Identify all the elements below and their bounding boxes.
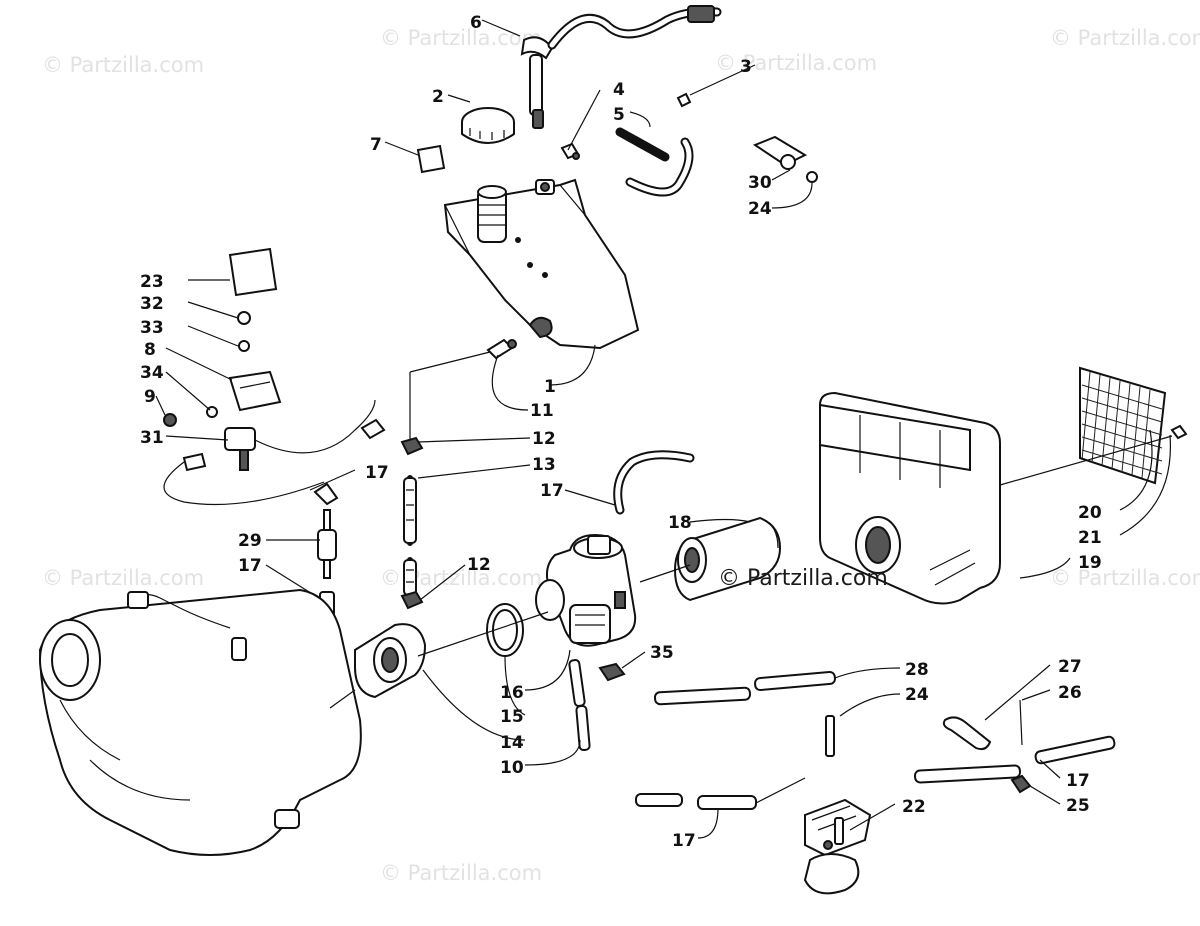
decal — [416, 144, 446, 174]
callout-11: 11 — [530, 401, 554, 421]
callout-9: 9 — [144, 387, 156, 407]
callout-4: 4 — [613, 80, 625, 100]
fuel-gauge[interactable] — [520, 5, 722, 129]
callout-15: 15 — [500, 707, 524, 727]
callout-8: 8 — [144, 340, 156, 360]
air-boot[interactable] — [673, 516, 782, 602]
fuel-line — [403, 475, 417, 596]
watermark: © Partzilla.com — [1050, 566, 1200, 590]
callout-13: 13 — [532, 455, 556, 475]
fuel-pump[interactable] — [803, 715, 872, 895]
callout-5: 5 — [613, 105, 625, 125]
callout-27: 27 — [1058, 657, 1082, 677]
callout-10: 10 — [500, 758, 524, 778]
callout-33: 33 — [140, 318, 164, 338]
callout-25: 25 — [1066, 796, 1090, 816]
mount-bracket[interactable] — [676, 92, 818, 183]
carb-clamp — [486, 603, 524, 657]
callout-34: 34 — [140, 363, 164, 383]
leader-lines — [155, 19, 1172, 839]
callout-labels: 6 2 4 5 3 7 30 24 23 32 33 8 34 9 1 11 3… — [140, 13, 1102, 851]
callout-18: 18 — [668, 513, 692, 533]
callout-32: 32 — [140, 294, 164, 314]
callout-12: 12 — [532, 429, 556, 449]
callout-6: 6 — [470, 13, 482, 33]
callout-17: 17 — [238, 556, 262, 576]
nut-washer — [237, 311, 251, 352]
watermark: © Partzilla.com — [380, 26, 542, 50]
clamp — [400, 436, 424, 610]
tank-outlet-fitting — [535, 179, 555, 195]
callout-1: 1 — [544, 377, 556, 397]
callout-7: 7 — [370, 135, 382, 155]
tank-outlet — [409, 338, 517, 440]
callout-35: 35 — [650, 643, 674, 663]
intake-flange[interactable] — [354, 611, 549, 699]
hose-17-lower — [635, 777, 806, 810]
callout-17: 17 — [672, 831, 696, 851]
callout-17: 17 — [540, 481, 564, 501]
callout-28: 28 — [905, 660, 929, 680]
fuel-valve[interactable] — [224, 399, 376, 471]
callout-31: 31 — [140, 428, 164, 448]
vent-hose — [615, 127, 694, 197]
callout-24: 24 — [748, 199, 772, 219]
engine — [38, 588, 362, 856]
callout-30: 30 — [748, 173, 772, 193]
callout-21: 21 — [1078, 528, 1102, 548]
watermark: © Partzilla.com — [380, 861, 542, 885]
carb-nut — [598, 662, 626, 682]
decal-plate — [228, 247, 278, 297]
hose-17-carb — [613, 450, 695, 515]
watermark: © Partzilla.com — [42, 53, 204, 77]
hose-28 — [654, 670, 836, 706]
callout-3: 3 — [740, 57, 752, 77]
callout-29: 29 — [238, 531, 262, 551]
vent-fitting — [560, 142, 580, 160]
callout-2: 2 — [432, 87, 444, 107]
callout-19: 19 — [1078, 553, 1102, 573]
drain-hose — [568, 659, 591, 752]
watermark-layer: © Partzilla.com © Partzilla.com © Partzi… — [42, 26, 1200, 885]
callout-17: 17 — [365, 463, 389, 483]
fitting-25 — [1010, 774, 1032, 794]
screen-mesh — [999, 366, 1188, 486]
hose-17-upper — [163, 418, 386, 506]
callout-12: 12 — [467, 555, 491, 575]
airbox[interactable] — [819, 391, 1001, 605]
carburetor[interactable] — [535, 533, 691, 647]
fuel-tank[interactable] — [443, 178, 640, 350]
callout-16: 16 — [500, 683, 524, 703]
tie-26 — [1019, 699, 1023, 746]
valve-bracket[interactable] — [163, 370, 282, 427]
callout-17: 17 — [1066, 771, 1090, 791]
callout-20: 20 — [1078, 503, 1102, 523]
center-watermark: © Partzilla.com — [718, 566, 888, 591]
watermark: © Partzilla.com — [1050, 26, 1200, 50]
callout-23: 23 — [140, 272, 164, 292]
gas-cap[interactable] — [461, 107, 515, 144]
callout-26: 26 — [1058, 683, 1082, 703]
pulse-hose — [914, 735, 1116, 784]
watermark: © Partzilla.com — [42, 566, 204, 590]
clip-27 — [942, 716, 992, 751]
callout-22: 22 — [902, 797, 926, 817]
callout-14: 14 — [500, 733, 524, 753]
filler-neck — [477, 185, 507, 243]
callout-24: 24 — [905, 685, 929, 705]
